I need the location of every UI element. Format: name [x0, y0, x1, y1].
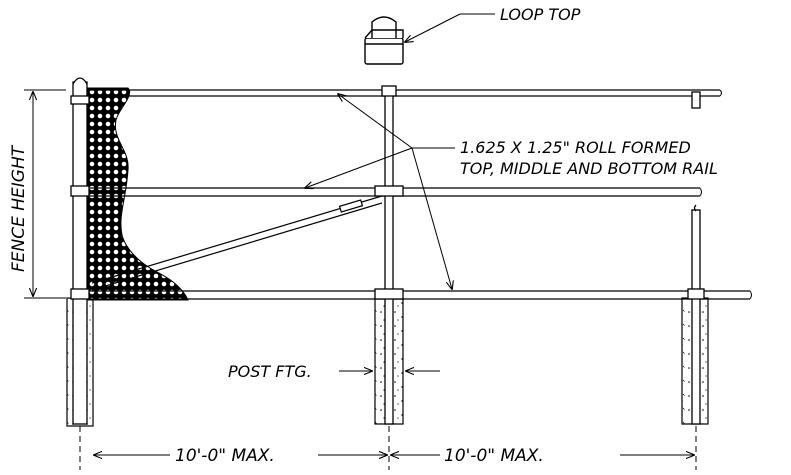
post-ftg-label: POST FTG. — [228, 362, 312, 381]
span-dimensions — [79, 426, 697, 470]
bottom-rail — [90, 290, 750, 300]
diagonal-brace — [91, 195, 383, 291]
chain-link-mesh — [87, 87, 189, 301]
rail-callout-line1: 1.625 X 1.25" ROLL FORMED — [460, 138, 691, 157]
line-post-middle — [374, 85, 404, 425]
rail-break-marks — [699, 89, 752, 300]
fence-height-label: FENCE HEIGHT — [9, 144, 29, 272]
loop-top-label: LOOP TOP — [500, 5, 581, 24]
end-post — [70, 77, 90, 425]
line-post-right — [687, 91, 705, 425]
span-left-label: 10'-0" MAX. — [175, 446, 275, 466]
leader-lines — [305, 13, 495, 371]
span-right-label: 10'-0" MAX. — [444, 446, 544, 466]
loop-top-icon — [364, 16, 404, 65]
top-rail — [90, 89, 720, 97]
rail-callout-line2: TOP, MIDDLE AND BOTTOM RAIL — [460, 159, 718, 178]
fence-height-dimension — [24, 89, 66, 299]
